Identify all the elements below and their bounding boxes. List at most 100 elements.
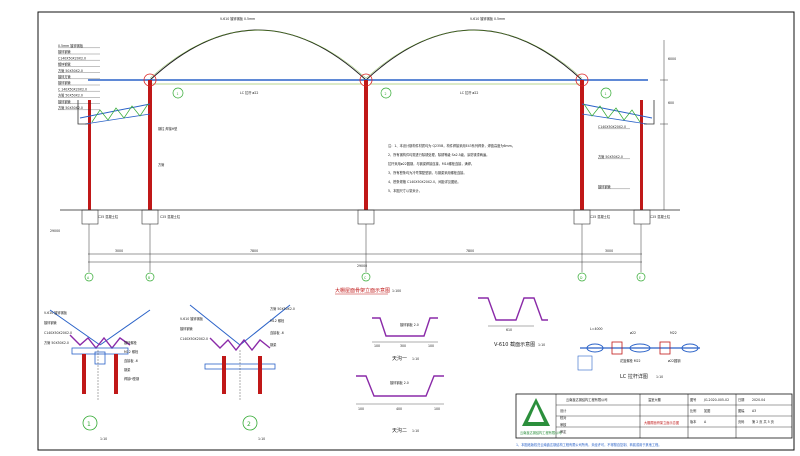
svg-text:花篮螺栓 M22: 花篮螺栓 M22 bbox=[620, 358, 641, 363]
detail-2-label: M12 螺栓 bbox=[270, 318, 285, 323]
arch-label-left: V-610 镀锌钢板 0.5mm bbox=[220, 16, 255, 21]
titleblock-key: 比例 bbox=[690, 408, 696, 413]
titleblock-drawing-name: 大棚屋面骨架立面示意图 bbox=[644, 420, 679, 425]
titleblock-value: A3 bbox=[752, 409, 756, 413]
main-title: 大棚屋面骨架立面示意图 bbox=[335, 287, 390, 294]
detail-1-label: 焊接H型钢 bbox=[124, 376, 139, 381]
left-callout: 镀锌钢管 bbox=[58, 99, 71, 104]
detail-2-label: 连接板 -6 bbox=[270, 330, 284, 335]
detail-1-label: 钢梁 bbox=[124, 367, 131, 372]
foundation-label-2: C25 混凝土柱 bbox=[160, 214, 181, 219]
note-line: 2、所有钢构件均需进行除锈处理，除锈等级 Sa2.5级，涂防锈漆两遍。 bbox=[388, 152, 489, 157]
left-callout: 0.5mm 镀锌钢板 bbox=[58, 43, 84, 48]
svg-text:400: 400 bbox=[396, 407, 402, 411]
column-label-2: 方管 bbox=[158, 162, 164, 167]
detail-1-label: 镀锌螺栓 bbox=[124, 340, 138, 345]
gutter-2: 天沟二 1:10 镀锌钢板 2.0 100 400 100 bbox=[356, 375, 444, 434]
svg-text:100: 100 bbox=[358, 407, 364, 411]
gutter-1-scale: 1:10 bbox=[412, 357, 419, 361]
detail-1-label: 连接板 -6 bbox=[124, 358, 138, 363]
titleblock-company: 云南鑫达钢结构工程有限公司 bbox=[566, 397, 607, 402]
beam-label-left: LC 拉杆 ø22 bbox=[240, 90, 258, 95]
gutter-1: 天沟一 1:10 镀锌钢板 2.0 100 300 100 bbox=[372, 317, 438, 362]
note-line: 3、所有檩条均为冷弯薄壁型钢，与钢梁采用螺栓连接。 bbox=[388, 170, 467, 175]
truss-right bbox=[581, 100, 655, 125]
arch-inner bbox=[149, 29, 583, 79]
titleblock-value: 2020.04 bbox=[752, 398, 765, 402]
left-callout: 方管 50X50X2.0 bbox=[58, 68, 83, 73]
foundation-label-4: C25 混凝土柱 bbox=[650, 214, 671, 219]
svg-text:100: 100 bbox=[434, 407, 440, 411]
titleblock-left-row: 校对 bbox=[560, 415, 567, 420]
footer-note: 1、本图纸版权归云南鑫达钢结构工程有限公司所有，未经许可，不得擅自复制、转载或用… bbox=[516, 442, 661, 447]
v610-scale: 1:10 bbox=[538, 343, 545, 347]
detail-2-label: 方管 50X50X2.0 bbox=[270, 306, 295, 311]
titleblock-left-row: 审核 bbox=[560, 422, 567, 427]
gutter-2-label: 镀锌钢板 2.0 bbox=[390, 380, 409, 385]
svg-text:300: 300 bbox=[400, 344, 406, 348]
notes-block: 注：1、本设计钢构件材质均为 Q235B，构件焊接采用E43系列焊条，焊缝高度为… bbox=[388, 143, 515, 193]
titleblock-key: 页码 bbox=[738, 419, 744, 424]
note-line: 拉杆采用ø22圆钢，与钢梁焊接连接，M14螺栓连接，满焊。 bbox=[388, 161, 474, 166]
v610-dim: 610 bbox=[506, 328, 512, 332]
column-e bbox=[640, 100, 643, 210]
v610-section: 610 V-610 截面示意图 1:10 bbox=[478, 297, 548, 348]
drawing-border bbox=[37, 11, 795, 451]
column-c bbox=[364, 80, 368, 210]
detail-2: 2 1:10 bbox=[189, 304, 291, 441]
section-marker-label: 1 bbox=[605, 92, 607, 96]
column-label-1: 钢柱 焊接H型 bbox=[158, 126, 178, 131]
detail-1-label: C140X50X20X2.0 bbox=[44, 331, 72, 335]
detail-1-scale: 1:10 bbox=[100, 437, 107, 441]
detail-1-label: 方管 50X50X2.0 bbox=[44, 340, 69, 345]
rod-scale: 1:10 bbox=[656, 375, 663, 379]
axis-label: A bbox=[87, 276, 90, 280]
dim-total-label: 29000 bbox=[50, 229, 60, 233]
detail-2-label: 镀锌钢管 bbox=[180, 326, 193, 331]
rod-title: LC 拉杆详图 bbox=[620, 373, 648, 380]
gutter-2-title: 天沟二 bbox=[392, 427, 407, 434]
titleblock-key: 图号 bbox=[690, 397, 696, 402]
gutter-2-scale: 1:10 bbox=[412, 429, 419, 433]
svg-text:ø22: ø22 bbox=[630, 331, 636, 335]
left-callout: 镀锌钢管 bbox=[58, 62, 71, 67]
axis-label: C bbox=[364, 276, 367, 280]
right-callout: C140X50X20X2.0 bbox=[598, 125, 626, 129]
section-marker bbox=[600, 87, 612, 99]
detail-2-number: 2 bbox=[247, 421, 251, 428]
v610-title: V-610 截面示意图 bbox=[494, 341, 535, 348]
detail-2-label: C140X50X20X2.0 bbox=[180, 337, 208, 341]
foundation-label-3: C25 混凝土柱 bbox=[590, 214, 611, 219]
titleblock-project: 温室大棚 bbox=[648, 397, 661, 402]
detail-1-label: V-610 镀锌钢板 bbox=[44, 310, 68, 315]
axis-label: D bbox=[580, 276, 583, 280]
column-d bbox=[580, 80, 584, 210]
note-line: 4、檩条规格 C140X50X20X2.0，间距详见图纸。 bbox=[388, 179, 461, 184]
detail-1: 1 1:10 bbox=[49, 309, 151, 441]
left-callout: 镀锌钢管 bbox=[58, 49, 71, 54]
section-marker bbox=[172, 87, 184, 99]
section-marker bbox=[380, 87, 392, 99]
detail-2-label: 钢梁 bbox=[270, 342, 277, 347]
titleblock-company-small: 云南鑫达钢结构工程有限公司 bbox=[520, 430, 561, 435]
svg-text:100: 100 bbox=[374, 344, 380, 348]
section-marker-label: 2 bbox=[385, 92, 387, 96]
detail-1-number: 1 bbox=[87, 421, 91, 428]
titleblock-value: 第 2 页 共 5 页 bbox=[752, 419, 774, 424]
axis-label: B bbox=[148, 276, 150, 280]
column-a bbox=[88, 100, 91, 210]
main-scale: 1:100 bbox=[392, 289, 401, 293]
right-callout: 镀锌钢管 bbox=[598, 184, 611, 189]
titleblock-left-row: 审定 bbox=[560, 429, 567, 434]
note-line: 5、本图尺寸以毫米计。 bbox=[388, 188, 422, 193]
detail-2-label: V-610 镀锌钢板 bbox=[180, 316, 204, 321]
dim-c-d: 7800 bbox=[466, 249, 474, 253]
lc-rod-detail: L=4000 ø22 M22 花篮螺栓 M22 ø22圆钢 LC 拉杆详图 1:… bbox=[577, 327, 700, 380]
axis-bubble bbox=[577, 272, 587, 282]
detail-1-label: 镀锌钢管 bbox=[44, 320, 57, 325]
